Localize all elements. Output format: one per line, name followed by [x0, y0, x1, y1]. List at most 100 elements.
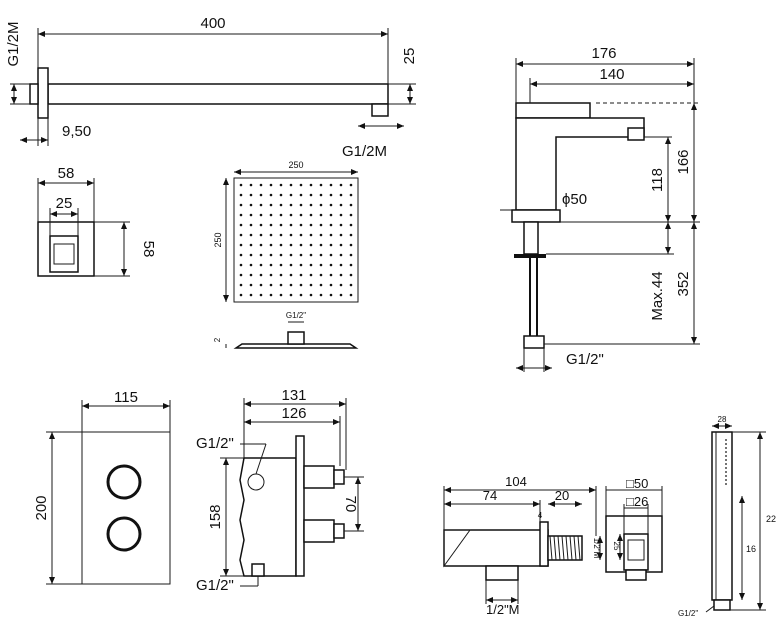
- head-nozzle: [309, 183, 313, 187]
- elbow-wall-thread: [547, 535, 583, 561]
- head-side-profile: [233, 343, 359, 349]
- head-nozzle: [259, 243, 263, 247]
- handset-width-label: 28: [718, 415, 727, 424]
- head-nozzle: [239, 243, 243, 247]
- head-nozzle: [329, 233, 333, 237]
- faucet-thread-label: G1/2": [566, 351, 604, 368]
- thread-line: [561, 535, 565, 561]
- elbow-body-label: 74: [483, 488, 497, 503]
- handset-hole: [725, 467, 727, 469]
- arm-outlet-thread: [371, 103, 389, 117]
- thread-line: [577, 535, 581, 561]
- head-nozzle: [329, 263, 333, 267]
- head-nozzle: [239, 253, 243, 257]
- head-nozzle: [269, 213, 273, 217]
- head-nozzle: [299, 183, 303, 187]
- head-nozzle: [329, 193, 333, 197]
- head-nozzle: [259, 253, 263, 257]
- head-nozzle: [319, 233, 323, 237]
- head-nozzle: [289, 233, 293, 237]
- head-nozzle: [259, 193, 263, 197]
- head-nozzle: [239, 283, 243, 287]
- head-nozzle: [329, 243, 333, 247]
- faucet-base-dia-label: ϕ50: [562, 191, 587, 208]
- hand-shower-view: 28 22 16 G1/2": [678, 415, 776, 618]
- head-nozzle: [279, 283, 283, 287]
- head-nozzle: [289, 213, 293, 217]
- head-nozzle: [249, 223, 253, 227]
- head-nozzle: [309, 293, 313, 297]
- head-nozzle: [329, 293, 333, 297]
- valve-thread-top-label: G1/2": [196, 435, 234, 452]
- head-nozzle: [349, 183, 353, 187]
- faucet-view: 176 140 166 118 ϕ50 Max.44 352 G1/2": [500, 45, 700, 372]
- elbow-front-outlet: [625, 569, 647, 581]
- head-nozzle: [269, 283, 273, 287]
- head-nozzle: [249, 193, 253, 197]
- head-nozzle: [239, 193, 243, 197]
- head-nozzle: [299, 273, 303, 277]
- faucet-hose-end: [523, 335, 545, 349]
- head-nozzle: [239, 293, 243, 297]
- head-nozzle: [239, 183, 243, 187]
- head-nozzle: [269, 243, 273, 247]
- head-nozzle: [339, 253, 343, 257]
- head-nozzle: [289, 263, 293, 267]
- elbow-projection-label: 20: [555, 488, 569, 503]
- head-nozzle: [289, 203, 293, 207]
- valve-body: [239, 457, 297, 577]
- plate-width-label: 115: [114, 389, 138, 406]
- head-nozzle: [349, 193, 353, 197]
- head-nozzle: [279, 213, 283, 217]
- head-nozzle: [319, 223, 323, 227]
- head-nozzle: [299, 193, 303, 197]
- head-nozzle: [339, 223, 343, 227]
- arm-length-label: 400: [200, 15, 225, 32]
- head-nozzle: [339, 243, 343, 247]
- head-height-label: 250: [213, 232, 223, 247]
- faucet-aerator: [627, 127, 645, 141]
- valve-cap-bottom: [333, 523, 345, 539]
- handset-grip-label: 16: [746, 544, 756, 554]
- plate-height-label: 200: [33, 495, 50, 520]
- handset-hole: [725, 459, 727, 461]
- head-nozzle: [239, 213, 243, 217]
- head-nozzle: [279, 223, 283, 227]
- head-nozzle: [349, 213, 353, 217]
- head-nozzle: [249, 233, 253, 237]
- arm-offset-label: 9,50: [62, 123, 91, 140]
- head-nozzle: [299, 253, 303, 257]
- head-nozzle: [319, 293, 323, 297]
- head-nozzle: [349, 223, 353, 227]
- head-nozzle: [239, 273, 243, 277]
- head-nozzle: [309, 193, 313, 197]
- head-nozzle: [309, 283, 313, 287]
- head-nozzle: [269, 193, 273, 197]
- elbow-flange: [539, 521, 549, 567]
- handset-hole: [725, 443, 727, 445]
- head-nozzle: [289, 283, 293, 287]
- head-nozzle: [249, 293, 253, 297]
- flange-view: 58 25 58: [37, 165, 157, 277]
- flange-inner-label: 25: [56, 195, 73, 212]
- handset-hole: [725, 479, 727, 481]
- elbow-total-label: 104: [505, 474, 527, 489]
- head-nozzle: [339, 283, 343, 287]
- head-nozzle: [349, 293, 353, 297]
- head-nozzle: [239, 233, 243, 237]
- head-nozzle: [299, 203, 303, 207]
- plate-knob-bottom: [106, 516, 142, 552]
- thread-line: [553, 535, 557, 561]
- elbow-front-view: □50 □26 25 1/2"M: [592, 476, 663, 581]
- head-nozzle: [239, 223, 243, 227]
- head-nozzle: [279, 203, 283, 207]
- thread-line: [573, 535, 577, 561]
- head-nozzle: [259, 293, 263, 297]
- handset-length-label: 22: [766, 514, 776, 524]
- thread-line: [549, 535, 553, 561]
- concealed-valve-view: 131 126 158 70 G1/2" G1/2": [196, 387, 364, 594]
- head-nozzle: [289, 193, 293, 197]
- head-nozzle: [249, 253, 253, 257]
- head-nozzle: [349, 243, 353, 247]
